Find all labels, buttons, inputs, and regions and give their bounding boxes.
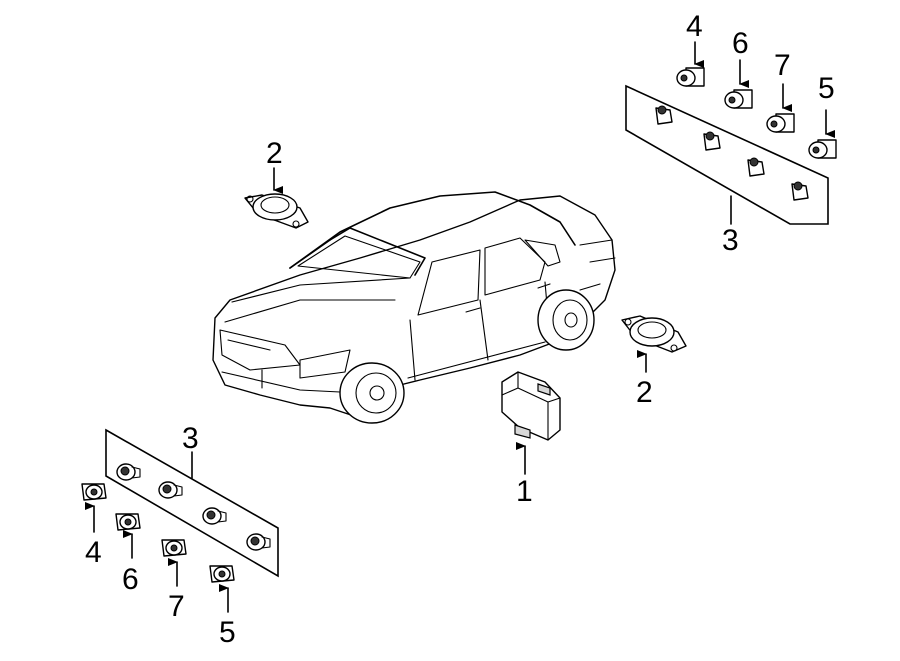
callout-4-top: 4 <box>686 10 703 43</box>
parking-sensor-icon <box>81 483 107 501</box>
buzzer-speaker-icon <box>244 193 309 229</box>
buzzer-top: 2 <box>244 137 309 229</box>
bumper-panel-rear: 3 <box>625 84 829 257</box>
callout-2-right: 2 <box>636 376 653 409</box>
parking-sensor-icon <box>808 139 837 159</box>
control-module-icon <box>501 371 561 441</box>
bumper-panel-front: 3 <box>105 422 279 578</box>
callout-5-top: 5 <box>818 72 835 105</box>
parking-sensor-icon <box>209 565 235 583</box>
callout-7-bottom: 7 <box>168 590 185 623</box>
parking-sensor-icon <box>676 67 705 87</box>
parking-sensor-icon <box>161 539 187 557</box>
callout-2-top: 2 <box>266 137 283 170</box>
sedan-outline-icon <box>212 191 616 424</box>
buzzer-speaker-icon <box>621 315 687 353</box>
callout-7-top: 7 <box>774 49 791 82</box>
control-module: 1 <box>501 371 561 508</box>
buzzer-right: 2 <box>621 315 687 409</box>
parking-sensor-icon <box>655 105 809 201</box>
callout-4-bottom: 4 <box>85 536 102 569</box>
callout-1: 1 <box>516 475 533 508</box>
sensor-group-top: 4 6 7 5 <box>676 10 837 159</box>
callout-3-top: 3 <box>722 224 739 257</box>
parking-sensor-icon <box>115 513 141 531</box>
sensor-group-bottom: 4 6 7 5 <box>81 483 236 649</box>
callout-6-bottom: 6 <box>122 563 139 596</box>
parking-sensor-icon <box>724 89 753 109</box>
parking-sensor-icon <box>116 463 271 551</box>
parking-sensor-icon <box>766 113 795 133</box>
callout-3-bottom: 3 <box>182 422 199 455</box>
callout-5-bottom: 5 <box>219 616 236 649</box>
callout-6-top: 6 <box>732 27 749 60</box>
